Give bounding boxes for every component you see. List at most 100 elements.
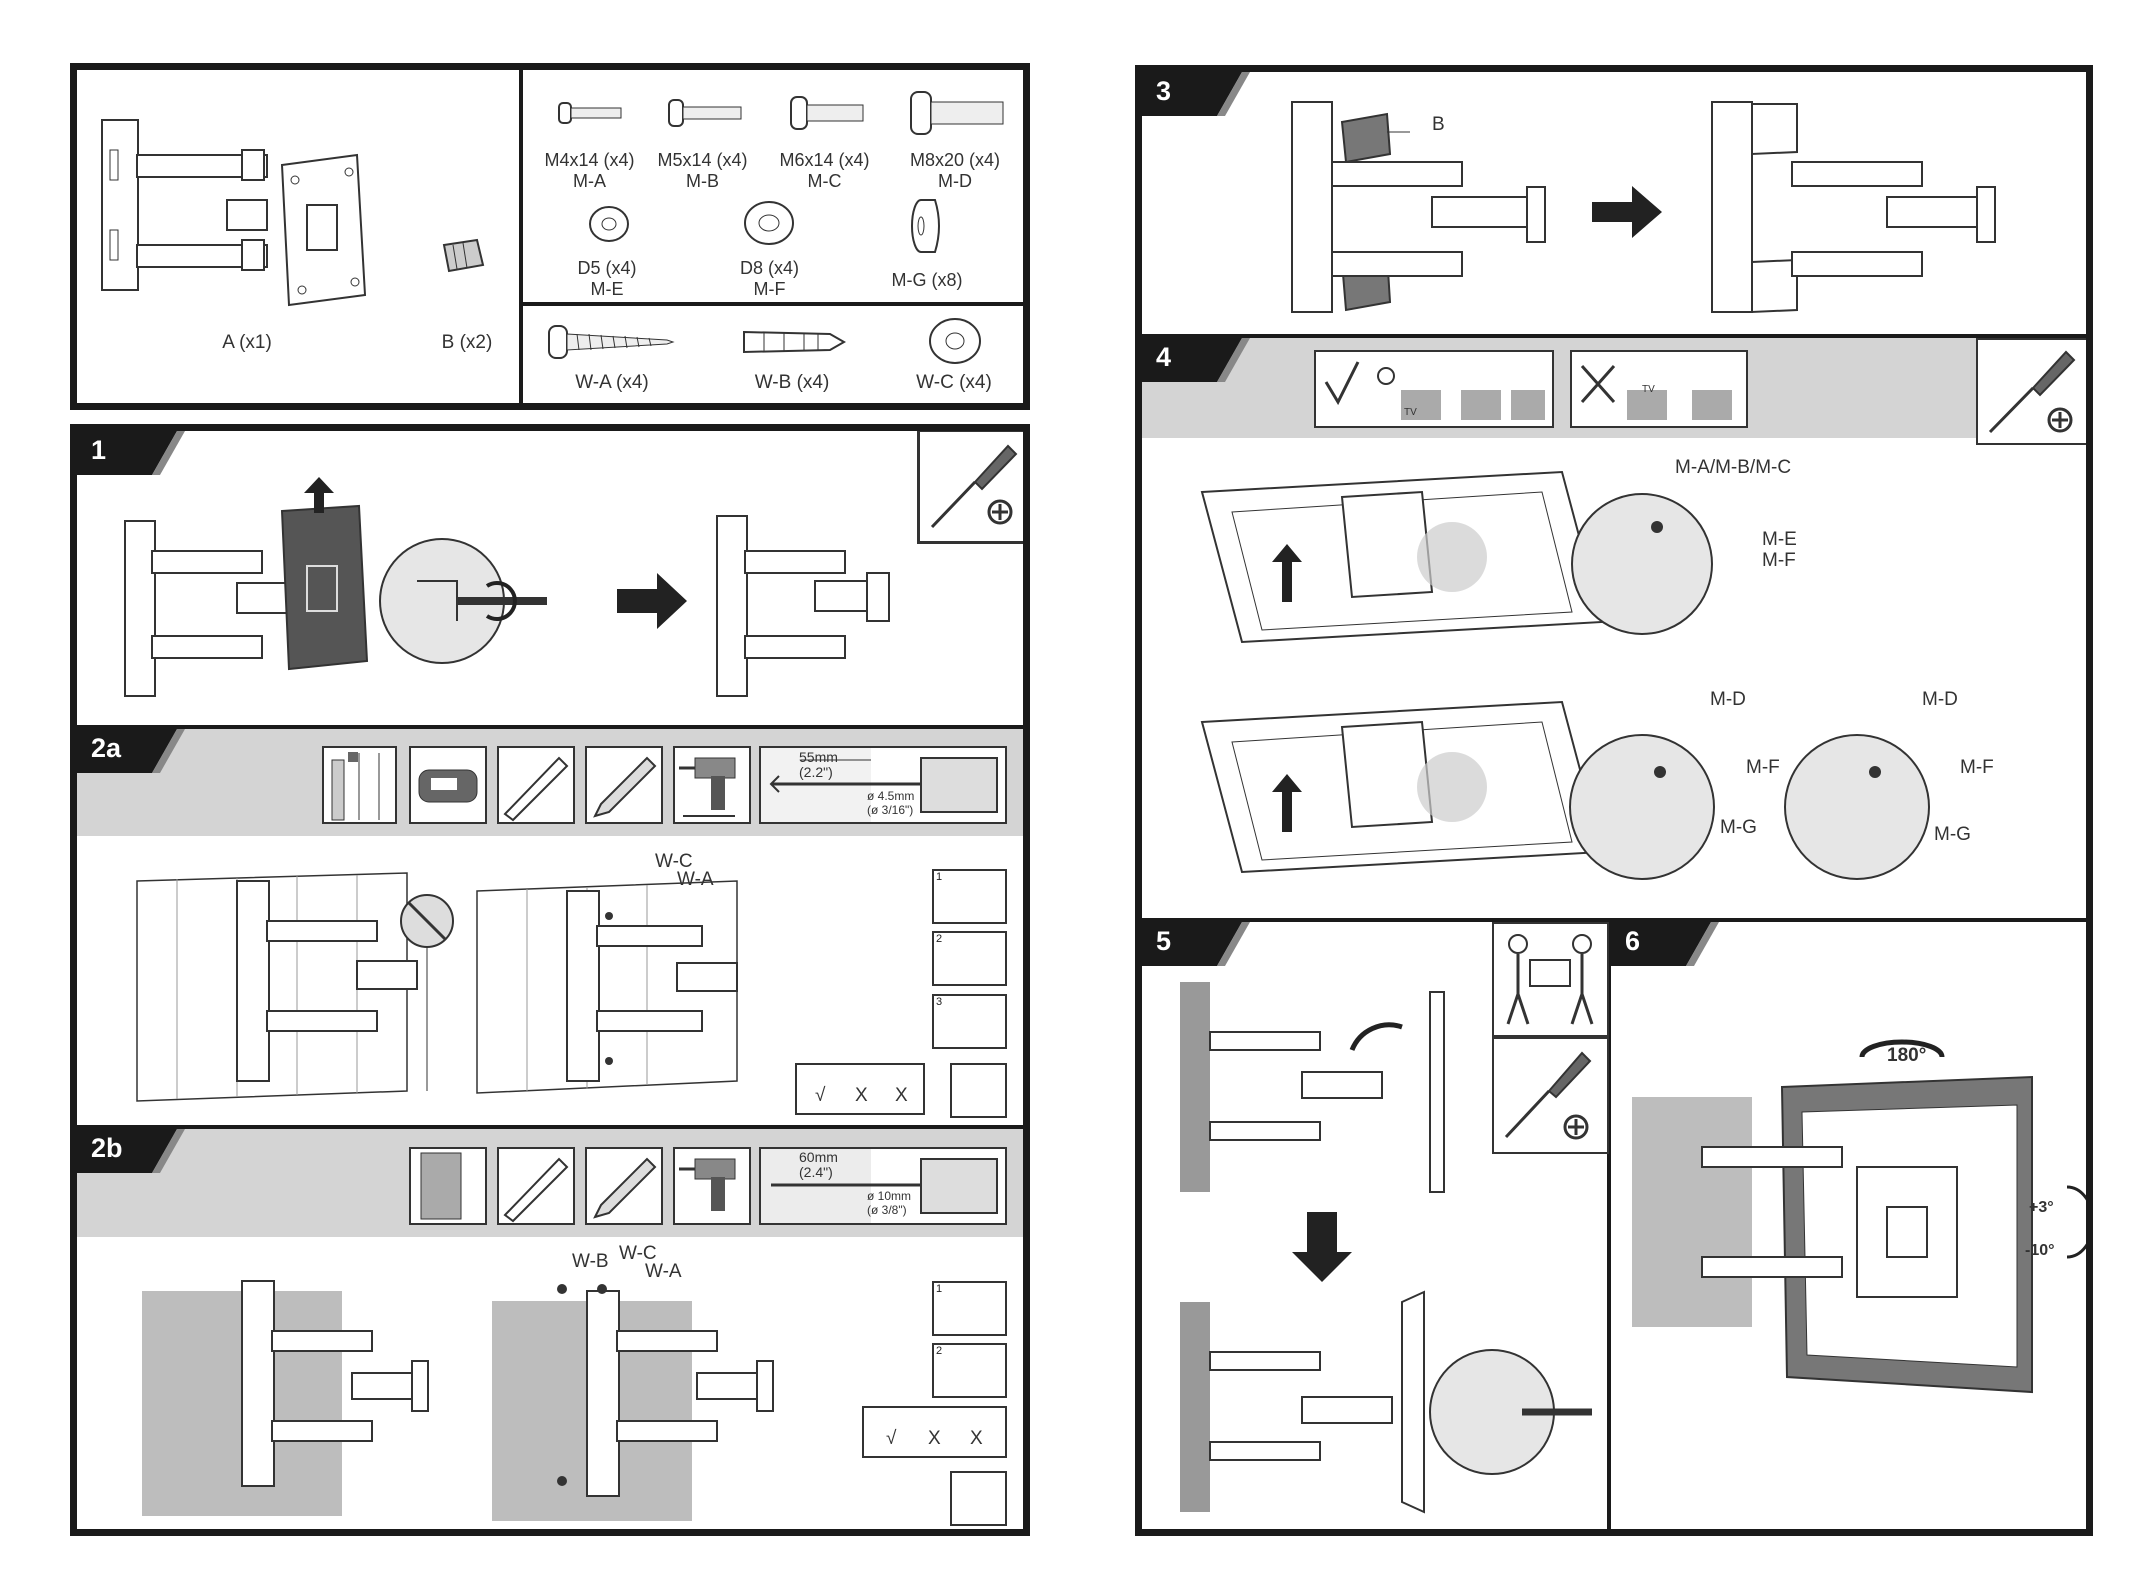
step-2b-number: 2b: [91, 1133, 123, 1163]
wall-plug-w-b-icon: [743, 330, 847, 354]
step-2a-level-check-box: √ X X: [795, 1063, 925, 1115]
step-2b-depth-in: (2.4"): [799, 1164, 833, 1180]
screw-m-b-icon: [668, 99, 742, 127]
step-4-illustration: [1200, 470, 1930, 880]
step-4-correct-method-box: [1314, 350, 1554, 428]
right-steps-panel: 3 B 4 TV TV: [1135, 65, 2093, 1536]
step-3-callout-b: B: [1432, 114, 1445, 135]
screw-m-c-code: M-C: [807, 171, 842, 191]
step-6-number: 6: [1625, 926, 1641, 956]
drill-tool-box-2b: [673, 1147, 751, 1225]
step-2b-substep-1: 1: [932, 1281, 1007, 1336]
step-6-tab: 6: [1611, 922, 1721, 966]
step-2a-tab: 2a: [77, 729, 187, 773]
step-2b-dia-in: (ø 3/8"): [867, 1203, 907, 1217]
bracket-a-drawing: [101, 119, 367, 307]
step-4-wrong-method-box: [1570, 350, 1748, 428]
step-2a-illustration: [136, 872, 738, 1102]
step-3-illustration: [1291, 101, 1996, 314]
step-2a-substep-3: 3: [932, 994, 1007, 1049]
drill-tool-box: [673, 746, 751, 824]
level-ok-mark-2b: √: [886, 1428, 897, 1449]
step-2a-callout-wc: W-C: [655, 851, 693, 872]
level-tool-box: [497, 746, 575, 824]
step-4-number: 4: [1156, 342, 1172, 372]
left-steps-panel: 1 2a: [70, 424, 1030, 1536]
step-2b-level-check-box: √ X X: [862, 1406, 1007, 1458]
step-6-rotation-label: 180°: [1887, 1045, 1927, 1066]
step-2b-callout-wc: W-C: [619, 1243, 657, 1264]
level-ok-mark: √: [815, 1085, 826, 1106]
washer-m-e-code: M-E: [590, 279, 624, 299]
step-2b-substep-1-number: 1: [936, 1283, 943, 1295]
step-4-top-rule: [1142, 334, 2086, 338]
step-2b-top-rule: [77, 1125, 1023, 1129]
parts-divider-vertical: [519, 70, 523, 403]
step-2a-dia-in: (ø 3/16"): [867, 803, 914, 817]
screwdriver-icon: [930, 444, 1018, 529]
step-5-tab: 5: [1142, 922, 1252, 966]
screw-m-d-code: M-D: [938, 171, 972, 191]
level-bad-mark-1: X: [855, 1085, 868, 1106]
step-2b-substep-2: 2: [932, 1343, 1007, 1398]
washer-m-g-size: M-G (x8): [891, 270, 963, 290]
step-4-callout-md-1: M-D: [1710, 689, 1746, 710]
step-2a-substep-2: 2: [932, 931, 1007, 986]
step-2a-number: 2a: [91, 733, 122, 763]
step-5-number: 5: [1156, 926, 1172, 956]
step-4-screwdriver-box: [1976, 338, 2086, 445]
washer-m-f-size: D8 (x4): [739, 258, 799, 278]
screw-m-b-code: M-B: [686, 171, 719, 191]
step-6-illustration: [1632, 1039, 2086, 1394]
step-2b-substep-2-number: 2: [936, 1345, 943, 1357]
step-4-callout-mg-2: M-G: [1934, 824, 1971, 845]
screw-m-a-icon: [558, 102, 622, 124]
screwdriver-icon-4: [1988, 350, 2076, 434]
step-1-number: 1: [91, 435, 107, 465]
washer-m-f-code: M-F: [753, 279, 786, 299]
step-6-tilt-up: +3°: [2029, 1199, 2054, 1216]
parts-panel: A (x1) B (x2) M4x14 (x4) M-A M5x14 (x4) …: [70, 63, 1030, 410]
screw-m-c-icon: [790, 96, 864, 130]
stud-finder-tool-box: [409, 746, 487, 824]
step-2b-callout-wb: W-B: [572, 1251, 609, 1272]
level-bad-mark-2b-2: X: [970, 1428, 983, 1449]
washer-w-c-icon: [929, 318, 981, 364]
step-5-6-divider: [1607, 918, 1611, 1529]
step-4-callout-md-2: M-D: [1922, 689, 1958, 710]
level-tool-box-2b: [497, 1147, 575, 1225]
washer-w-c-label: W-C (x4): [916, 372, 992, 393]
step-2a-substep-2-number: 2: [936, 933, 943, 945]
screw-m-d-size: M8x20 (x4): [909, 150, 1001, 170]
pencil-tool-box-2b: [585, 1147, 663, 1225]
step-5-illustration: [1180, 982, 1592, 1514]
concrete-tool-box: [409, 1147, 487, 1225]
level-bad-mark-2: X: [895, 1085, 908, 1106]
step-1-illustration: [124, 477, 890, 697]
step-5-top-rule: [1142, 918, 2086, 922]
screw-m-d-icon: [910, 91, 1004, 135]
step-2a-dia-mm: ø 4.5mm: [867, 789, 915, 803]
step-2b-depth-mm: 60mm: [799, 1149, 838, 1165]
step-2a-top-rule: [77, 725, 1023, 729]
washer-m-f-icon: [744, 201, 794, 245]
step-2a-depth-in: (2.2"): [799, 764, 833, 780]
step-2b-drill-box: [950, 1471, 1007, 1526]
wall-screw-w-a-icon: [548, 325, 675, 359]
step-2a-drill-spec-box: [759, 746, 1007, 824]
parts-divider-horizontal: [519, 302, 1023, 306]
step-6-tilt-down: -10°: [2025, 1242, 2055, 1259]
bracket-a-label: A (x1): [222, 332, 272, 353]
step-4-tab: 4: [1142, 338, 1252, 382]
step-2a-depth-mm: 55mm: [799, 749, 838, 765]
washer-m-e-icon: [589, 206, 629, 242]
pencil-tool-box: [585, 746, 663, 824]
washer-m-e-size: D5 (x4): [577, 258, 637, 278]
level-bad-mark-2b-1: X: [928, 1428, 941, 1449]
step-4-callout-screws: M-A/M-B/M-C: [1675, 457, 1792, 478]
wall-screw-w-a-label: W-A (x4): [575, 372, 649, 393]
step-2b-illustration: [142, 1280, 774, 1521]
step-2a-callout-wa: W-A: [677, 869, 714, 890]
step-4-callout-mf: M-F: [1762, 550, 1796, 571]
step-2b-callout-wa: W-A: [645, 1261, 682, 1282]
